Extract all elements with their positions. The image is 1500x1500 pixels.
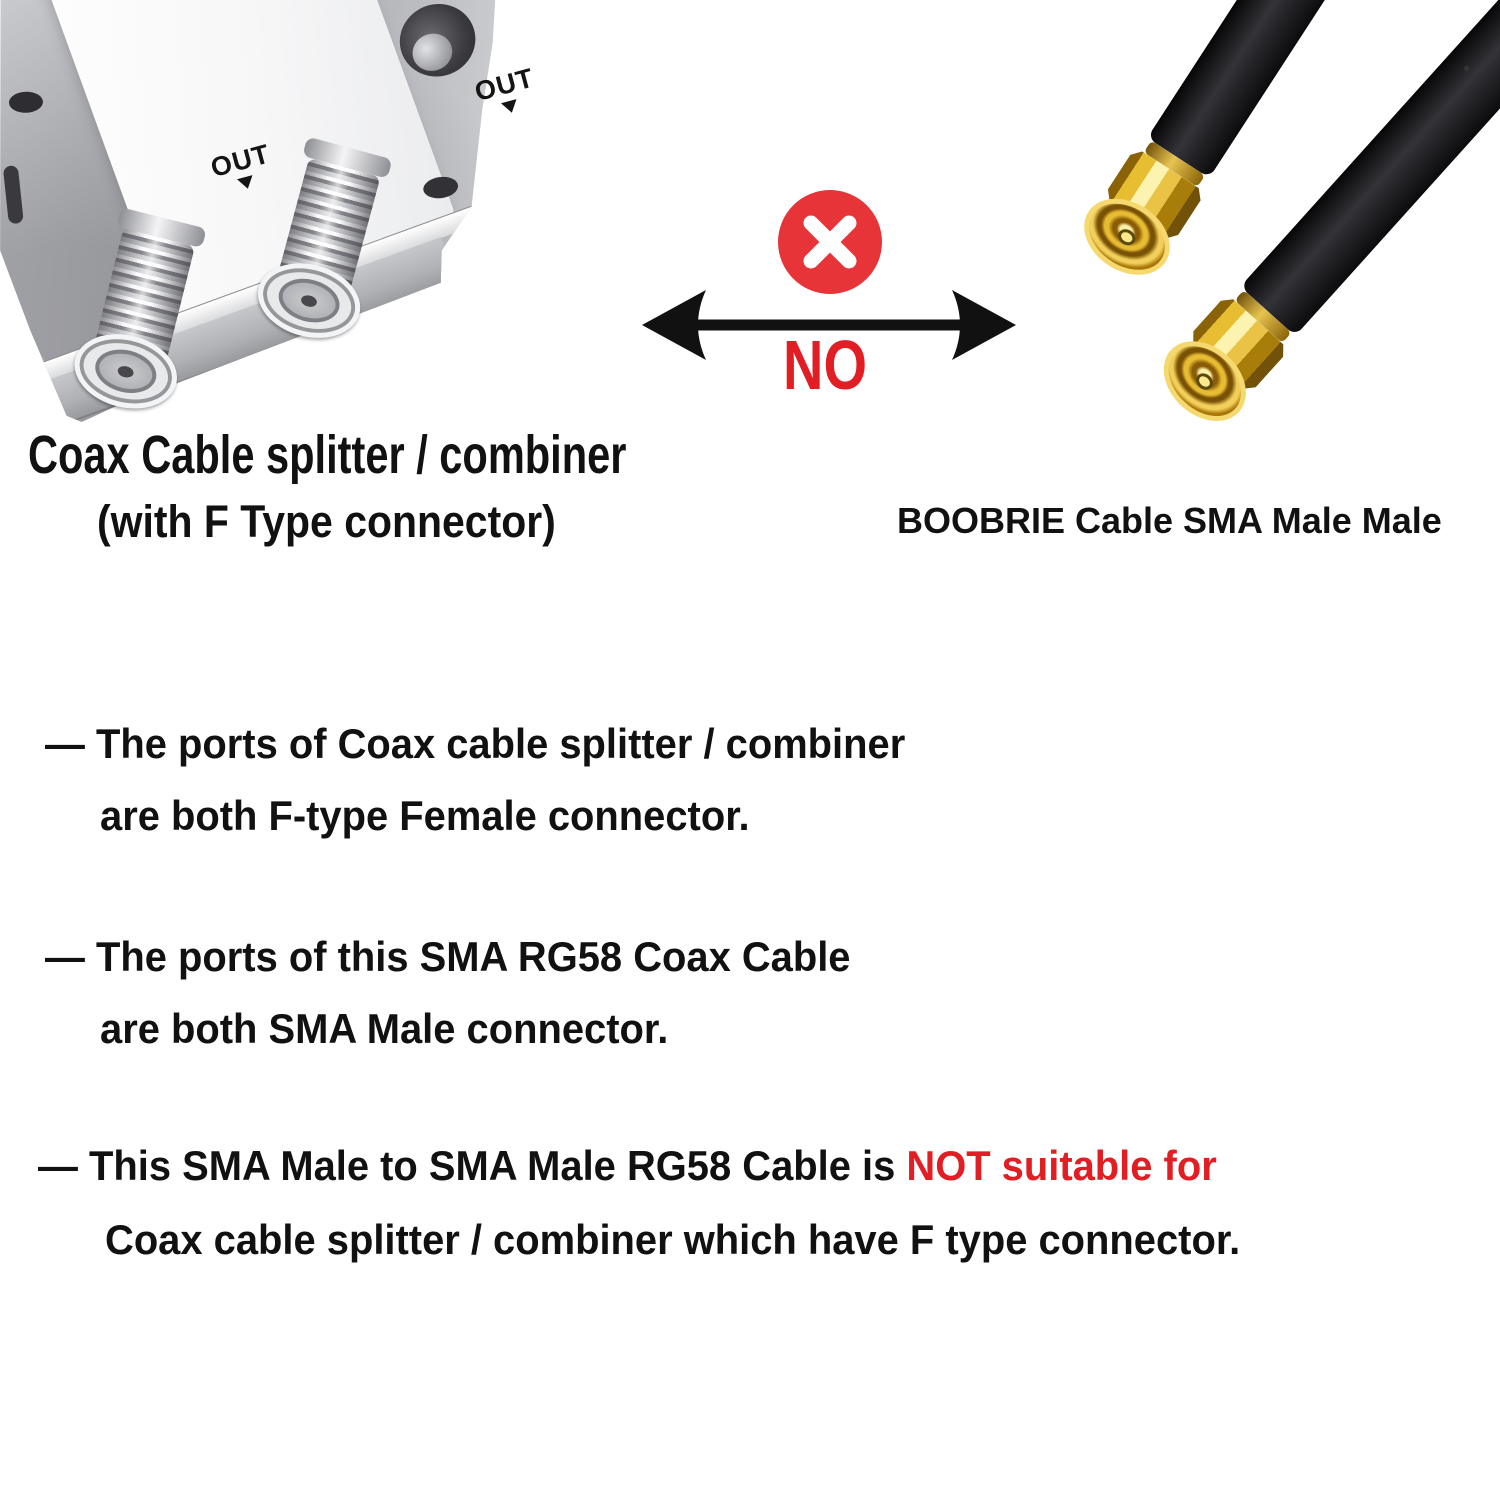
mounting-slot-left xyxy=(3,165,24,224)
sma-center-pin xyxy=(1193,369,1217,393)
no-verdict-label: NO xyxy=(783,326,867,404)
coax-cable-jacket xyxy=(1147,0,1342,179)
note-1-line-1: — The ports of Coax cable splitter / com… xyxy=(45,720,906,767)
left-product-caption-line1: Coax Cable splitter / combiner xyxy=(28,425,627,485)
left-product-caption-line2: (with F Type connector) xyxy=(97,496,556,547)
note-1-line-2: are both F-type Female connector. xyxy=(100,792,750,839)
screw-head xyxy=(407,28,457,76)
f-connector-recess xyxy=(90,343,161,400)
f-connector-recess xyxy=(273,272,345,329)
sma-center-pin xyxy=(1115,225,1139,248)
double-arrow-icon xyxy=(642,290,1016,360)
f-connector-center-hole xyxy=(299,293,319,308)
f-connector-center-hole xyxy=(116,364,135,379)
note-3-line-1: — This SMA Male to SMA Male RG58 Cable i… xyxy=(38,1145,1279,1187)
mounting-hole-left xyxy=(9,91,44,113)
note-3-line-2: Coax cable splitter / combiner which hav… xyxy=(105,1216,1241,1263)
x-circle-icon xyxy=(778,190,882,294)
note-2-line-2: are both SMA Male connector. xyxy=(100,1005,669,1052)
note-3-black-text: — This SMA Male to SMA Male RG58 Cable i… xyxy=(38,1142,907,1189)
note-2-line-1: — The ports of this SMA RG58 Coax Cable xyxy=(45,933,851,980)
right-product-caption: BOOBRIE Cable SMA Male Male xyxy=(897,500,1442,541)
note-3-red-text: NOT suitable for xyxy=(906,1142,1217,1189)
